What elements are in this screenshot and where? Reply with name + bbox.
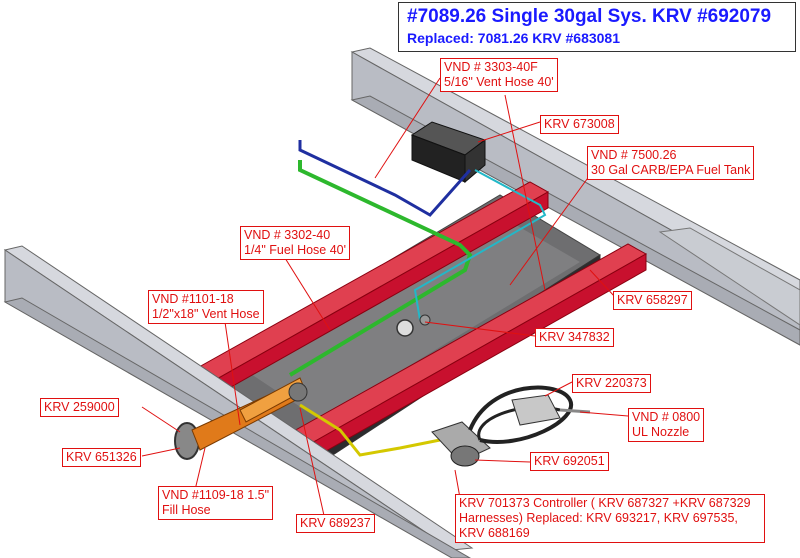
callout-krv-259000: KRV 259000 bbox=[40, 398, 119, 417]
fuel-hose-green bbox=[288, 160, 473, 377]
callout-line: 30 Gal CARB/EPA Fuel Tank bbox=[591, 163, 751, 177]
callout-krv-689237: KRV 689237 bbox=[296, 514, 375, 533]
callout-krv-220373: KRV 220373 bbox=[572, 374, 651, 393]
callout-fuel-hose-40: VND # 3302-40 1/4" Fuel Hose 40' bbox=[240, 226, 351, 260]
callout-line: KRV 651326 bbox=[66, 450, 137, 464]
callout-line: KRV 658297 bbox=[617, 293, 688, 307]
callout-line: KRV 220373 bbox=[576, 376, 647, 390]
cyan-line bbox=[413, 169, 547, 321]
callout-line: KRV 701373 Controller ( KRV 687327 +KRV … bbox=[459, 496, 751, 540]
callout-fuel-tank: VND # 7500.26 30 Gal CARB/EPA Fuel Tank bbox=[587, 146, 755, 180]
callout-vent-hose-40: VND # 3303-40F 5/16" Vent Hose 40' bbox=[440, 58, 558, 92]
callout-line: KRV 692051 bbox=[534, 454, 605, 468]
callout-line: 1/4" Fuel Hose 40' bbox=[244, 243, 347, 257]
diagram-title: #7089.26 Single 30gal Sys. KRV #692079 bbox=[407, 6, 772, 27]
callout-ul-nozzle: VND # 0800 UL Nozzle bbox=[628, 408, 705, 442]
callout-line: KRV 673008 bbox=[544, 117, 615, 131]
callout-line: 5/16" Vent Hose 40' bbox=[444, 75, 554, 89]
fuel-sender bbox=[396, 319, 414, 337]
callout-krv-658297: KRV 658297 bbox=[613, 291, 692, 310]
callout-line: KRV 347832 bbox=[539, 330, 610, 344]
nozzle-and-hose bbox=[468, 385, 591, 444]
callout-krv-347832: KRV 347832 bbox=[535, 328, 614, 347]
controller-harness bbox=[299, 403, 441, 457]
callout-vent-hose-18: VND #1101-18 1/2"x18" Vent Hose bbox=[148, 290, 264, 324]
diagram-title-box: #7089.26 Single 30gal Sys. KRV #692079 R… bbox=[398, 2, 796, 52]
leader-lines bbox=[141, 77, 629, 521]
vent-hose-blue bbox=[298, 140, 472, 217]
diagram-subtitle: Replaced: 7081.26 KRV #683081 bbox=[407, 30, 620, 46]
filler-neck-assembly bbox=[174, 377, 308, 460]
callout-line: KRV 689237 bbox=[300, 516, 371, 530]
callout-line: KRV 259000 bbox=[44, 400, 115, 414]
fitting bbox=[419, 314, 431, 326]
callout-line: VND #1109-18 1.5" bbox=[162, 488, 270, 502]
callout-controller: KRV 701373 Controller ( KRV 687327 +KRV … bbox=[455, 494, 765, 543]
callout-krv-673008: KRV 673008 bbox=[540, 115, 619, 134]
callout-line: 1/2"x18" Vent Hose bbox=[152, 307, 260, 321]
callout-line: VND # 7500.26 bbox=[591, 148, 677, 162]
callout-line: Fill Hose bbox=[162, 503, 211, 517]
callout-line: VND # 3303-40F bbox=[444, 60, 538, 74]
callout-line: VND #1101-18 bbox=[152, 292, 234, 306]
callout-line: VND # 0800 bbox=[632, 410, 701, 424]
controller-pump bbox=[431, 421, 491, 467]
callout-fill-hose: VND #1109-18 1.5" Fill Hose bbox=[158, 486, 274, 520]
red-mounting-rails bbox=[189, 181, 648, 461]
callout-krv-651326: KRV 651326 bbox=[62, 448, 141, 467]
callout-line: UL Nozzle bbox=[632, 425, 690, 439]
callout-krv-692051: KRV 692051 bbox=[530, 452, 609, 471]
callout-line: VND # 3302-40 bbox=[244, 228, 331, 242]
